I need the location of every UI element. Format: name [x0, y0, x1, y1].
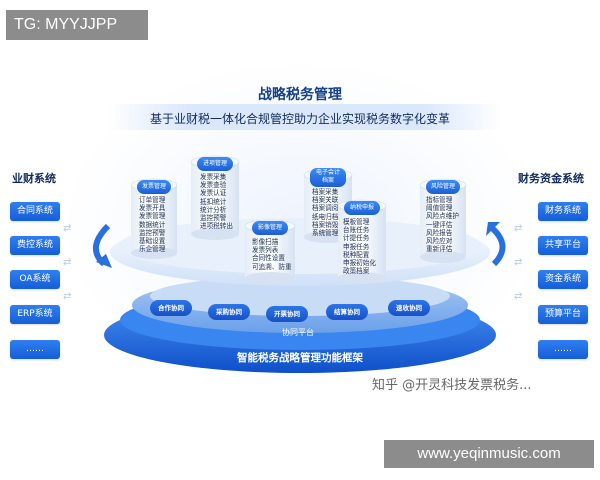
- cylinder-item: 重新评估: [426, 245, 453, 254]
- left-item-expense[interactable]: 费控系统: [10, 236, 60, 255]
- cylinder-item: 风险点维护: [426, 212, 459, 221]
- collab-pill-cooperation[interactable]: 合作协同: [150, 300, 192, 316]
- left-item-more[interactable]: ……: [10, 340, 60, 359]
- tag-label: TG: MYYJJPP: [6, 10, 148, 40]
- cylinder-item: 发票查验: [200, 181, 227, 190]
- diagram-subtitle: 基于业财税一体化合规管控助力企业实现税务数字化变革: [149, 112, 450, 126]
- right-panel-title: 财务资金系统: [518, 172, 584, 185]
- cylinder-label-invoice: 发票管理: [137, 180, 171, 194]
- cylinder-item: 税种配置: [343, 250, 370, 259]
- cylinder-label-input: 进项管理: [197, 157, 233, 171]
- right-item-more[interactable]: ……: [538, 340, 588, 359]
- url-banner: www.yeqinmusic.com: [384, 440, 594, 468]
- right-item-budget[interactable]: 预算平台: [538, 305, 588, 324]
- cylinder-item: 档案采集: [312, 188, 339, 196]
- framework-label: 智能税务战略管理功能框架: [237, 352, 363, 364]
- left-item-contract[interactable]: 合同系统: [10, 202, 60, 221]
- diagram-title: 战略税务管理: [258, 87, 342, 103]
- double-arrow-icon: ⇄: [63, 291, 72, 302]
- right-item-fund[interactable]: 资金系统: [538, 270, 588, 289]
- cylinder-item: 发票开具: [139, 204, 166, 213]
- cylinder-item: 监控预警: [139, 228, 166, 237]
- cylinder-item: 纸电归档: [312, 212, 339, 221]
- cylinder-item: 系统管理: [312, 229, 339, 238]
- cylinder-item: 监控预警: [200, 214, 227, 223]
- left-item-erp[interactable]: ERP系统: [10, 305, 60, 324]
- cylinder-item: 风险报告: [426, 228, 453, 237]
- cylinder-items-invoice: 订单管理发票开具发票管理数据统计监控预警基础设置乐企管理: [139, 196, 165, 253]
- cylinder-item: 模板管理: [343, 218, 370, 226]
- cylinder-item: 统计分析: [200, 205, 227, 214]
- cylinder-items-tax-filing: 模板管理台账任务计提任务申报任务税种配置申报初始化政策档案: [343, 218, 376, 275]
- cylinder-item: 发票管理: [139, 212, 166, 221]
- collab-pill-settlement[interactable]: 结算协同: [326, 304, 368, 320]
- cylinder-item: 档案关联: [312, 196, 339, 205]
- cylinder-label-risk: 风险管理: [426, 180, 460, 194]
- cylinder-item: 档案调阅: [312, 204, 339, 213]
- subtitle-band: [108, 104, 502, 130]
- double-arrow-icon: ⇄: [514, 257, 523, 268]
- double-arrow-icon: ⇄: [514, 223, 523, 234]
- collab-platform-label: 协同平台: [282, 328, 314, 337]
- collab-pill-collection[interactable]: 速收协同: [388, 300, 430, 316]
- cylinder-item: 申报初始化: [343, 259, 376, 268]
- left-panel-title: 业财系统: [12, 172, 56, 185]
- cylinder-item: 乐企管理: [139, 245, 166, 254]
- cylinder-item: 进项税转出: [200, 222, 233, 231]
- collab-pill-invoicing[interactable]: 开票协同: [266, 306, 308, 322]
- cylinder-item: 基础设置: [139, 237, 166, 246]
- cylinder-item: 发票采集: [200, 173, 227, 181]
- cylinder-item: 影像扫描: [252, 238, 279, 246]
- cylinder-label-tax-filing: 纳税申报: [344, 201, 380, 215]
- collab-pill-procurement[interactable]: 采购协同: [208, 304, 250, 320]
- right-item-finance[interactable]: 财务系统: [538, 202, 588, 221]
- double-arrow-icon: ⇄: [514, 291, 523, 302]
- cylinder-item: 指标管理: [426, 196, 453, 204]
- right-curve-arrow: [489, 225, 506, 267]
- cylinder-item: 阈值管理: [426, 204, 453, 213]
- cylinder-label-archive: 电子会计 档案: [310, 168, 346, 187]
- left-item-oa[interactable]: OA系统: [10, 270, 60, 289]
- cylinder-item: 订单管理: [139, 196, 166, 204]
- cylinder-item: 风险应对: [426, 237, 453, 246]
- cylinder-item: 可追溯、防重: [252, 262, 292, 271]
- cylinder-item: 合同性设置: [252, 254, 285, 263]
- cylinder-items-input: 发票采集发票查验发票认证抵扣统计统计分析监控预警进项税转出: [200, 173, 233, 230]
- cylinder-item: 一键评估: [426, 220, 453, 229]
- zhihu-watermark: 知乎 @开灵科技发票税务...: [372, 378, 532, 393]
- cylinder-item: 发票列表: [252, 246, 279, 255]
- cylinder-label-image: 影像管理: [252, 221, 288, 235]
- cylinder-item: 政策档案: [343, 267, 370, 276]
- cylinder-item: 抵扣统计: [200, 197, 227, 206]
- cylinder-items-archive: 档案采集档案关联档案调阅纸电归档档案销毁系统管理: [312, 188, 338, 237]
- cylinder-items-risk: 指标管理阈值管理风险点维护一键评估风险报告风险应对重新评估: [426, 196, 459, 253]
- cylinder-item: 台账任务: [343, 226, 370, 235]
- right-item-shared[interactable]: 共享平台: [538, 236, 588, 255]
- double-arrow-icon: ⇄: [63, 257, 72, 268]
- double-arrow-icon: ⇄: [63, 223, 72, 234]
- cylinder-item: 发票认证: [200, 189, 227, 198]
- cylinder-item: 申报任务: [343, 242, 370, 251]
- cylinder-item: 数据统计: [139, 220, 166, 229]
- cylinder-item: 计提任务: [343, 234, 370, 243]
- cylinder-item: 档案销毁: [312, 220, 339, 229]
- cylinder-items-image: 影像扫描发票列表合同性设置可追溯、防重: [252, 238, 292, 271]
